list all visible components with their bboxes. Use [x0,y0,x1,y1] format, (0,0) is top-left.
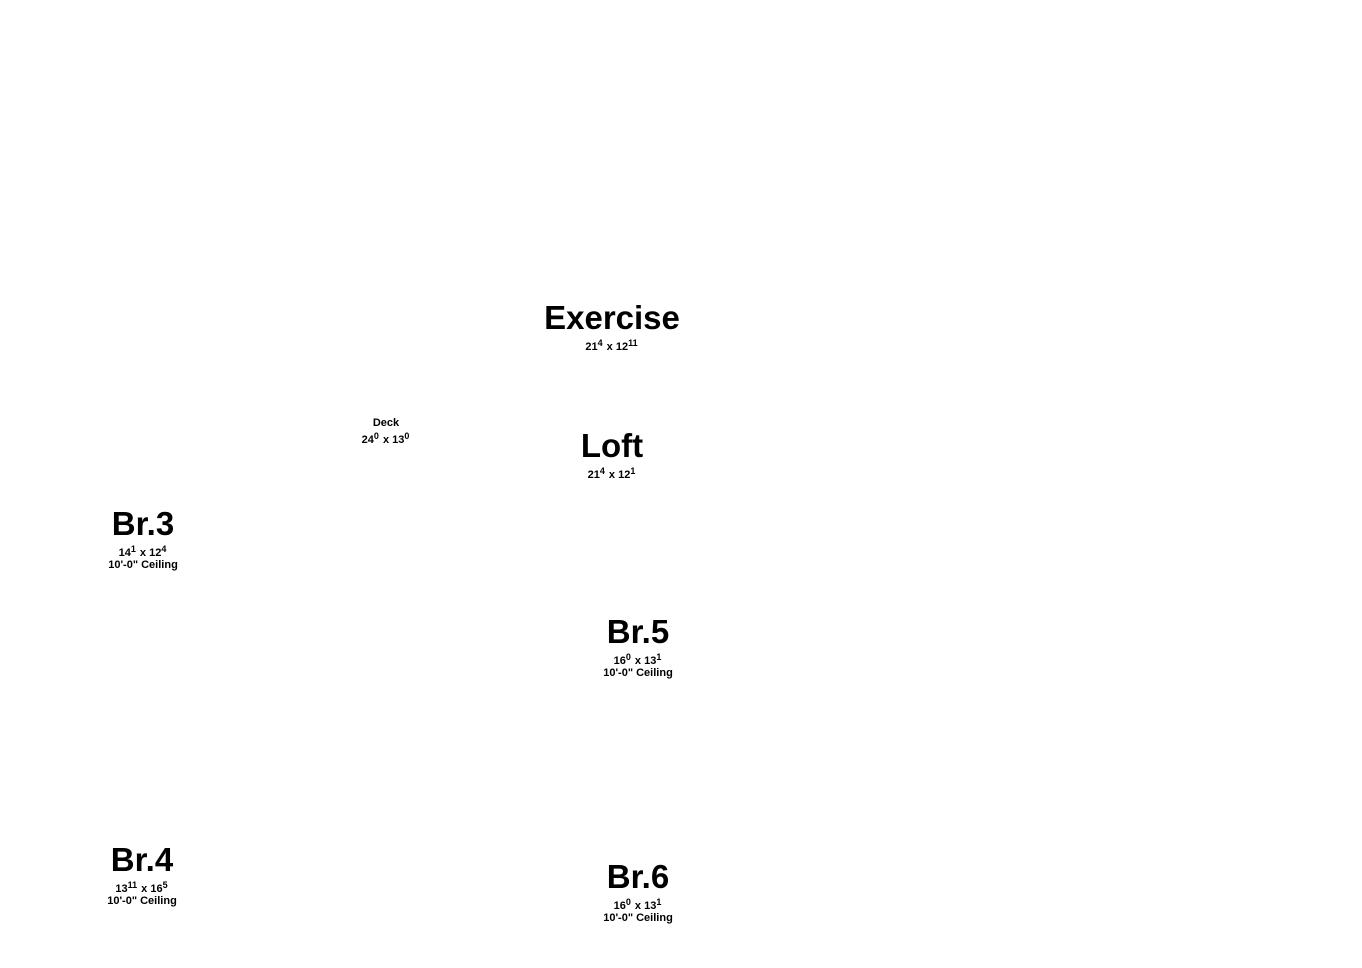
room-name: Deck [372,417,400,429]
room-label-exercise: Exercise 214 x 1211 [544,301,680,353]
room-label-br6: Br.6 160 x 131 10'-0" Ceiling [603,860,673,925]
room-name: Exercise [544,299,680,336]
room-dimensions: 240 x 130 [361,431,410,446]
ceiling-height: 10'-0" Ceiling [603,912,673,924]
ceiling-height: 10'-0" Ceiling [107,895,177,907]
room-label-br4: Br.4 1311 x 165 10'-0" Ceiling [107,843,177,908]
room-name: Loft [580,427,644,464]
room-dimensions: 141 x 124 [118,544,167,559]
room-dimensions: 214 x 1211 [585,338,638,353]
room-label-br5: Br.5 160 x 131 10'-0" Ceiling [603,615,673,680]
room-dimensions: 160 x 131 [613,652,662,667]
room-dimensions: 160 x 131 [613,897,662,912]
room-name: Br.5 [606,613,670,650]
room-name: Br.3 [111,505,175,542]
room-name: Br.4 [110,841,174,878]
room-dimensions: 1311 x 165 [115,880,168,895]
room-name: Br.6 [606,858,670,895]
room-label-br3: Br.3 141 x 124 10'-0" Ceiling [108,507,178,572]
room-label-loft: Loft 214 x 121 [581,429,643,481]
ceiling-height: 10'-0" Ceiling [108,559,178,571]
room-dimensions: 214 x 121 [587,466,636,481]
room-label-deck: Deck 240 x 130 [362,417,411,446]
ceiling-height: 10'-0" Ceiling [603,667,673,679]
